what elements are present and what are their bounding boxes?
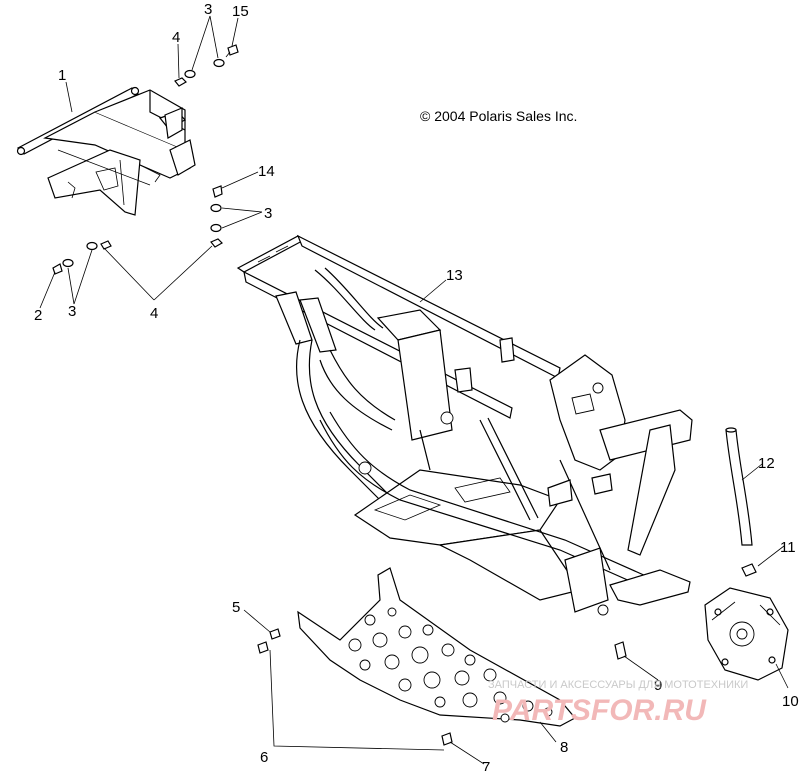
leader-lines <box>39 15 789 765</box>
callout-4-bottom: 4 <box>150 305 158 322</box>
callout-14: 14 <box>258 163 275 180</box>
callout-10: 10 <box>782 693 799 710</box>
bolt-9 <box>614 641 627 660</box>
watermark-brand: PARTSFOR.RU <box>492 694 707 727</box>
watermark-tagline: ЗАПЧАСТИ И АКСЕССУАРЫ ДЛЯ МОТОТЕХНИКИ <box>488 679 748 691</box>
callout-13: 13 <box>446 267 463 284</box>
callout-12: 12 <box>758 455 775 472</box>
rack-hardware <box>52 44 239 275</box>
callout-2: 2 <box>34 307 42 324</box>
skid-plate-holes <box>348 607 553 723</box>
callout-6: 6 <box>260 749 268 766</box>
main-frame <box>236 234 693 616</box>
callout-3-left: 3 <box>68 303 76 320</box>
callout-4-top: 4 <box>172 29 180 46</box>
callout-3-right: 3 <box>264 205 272 222</box>
callout-labels: 1 2 3 3 3 4 4 5 6 7 8 9 10 11 12 13 14 1… <box>34 1 799 771</box>
skid-plate <box>297 567 576 727</box>
callout-3-top: 3 <box>204 1 212 18</box>
watermark: ЗАПЧАСТИ И АКСЕССУАРЫ ДЛЯ МОТОТЕХНИКИ PA… <box>488 679 748 727</box>
callout-1: 1 <box>58 67 66 84</box>
callout-8: 8 <box>560 739 568 756</box>
rear-rack-assembly <box>16 86 196 216</box>
nut-11 <box>741 563 757 577</box>
callout-5: 5 <box>232 599 240 616</box>
callout-7: 7 <box>482 759 490 771</box>
skid-plate-hardware <box>257 628 453 746</box>
front-gearcase <box>704 587 789 681</box>
callout-15: 15 <box>232 3 249 20</box>
callout-11: 11 <box>780 539 796 556</box>
callout-9: 9 <box>654 677 662 694</box>
vent-hose <box>725 427 753 546</box>
copyright-notice: © 2004 Polaris Sales Inc. <box>420 108 577 124</box>
